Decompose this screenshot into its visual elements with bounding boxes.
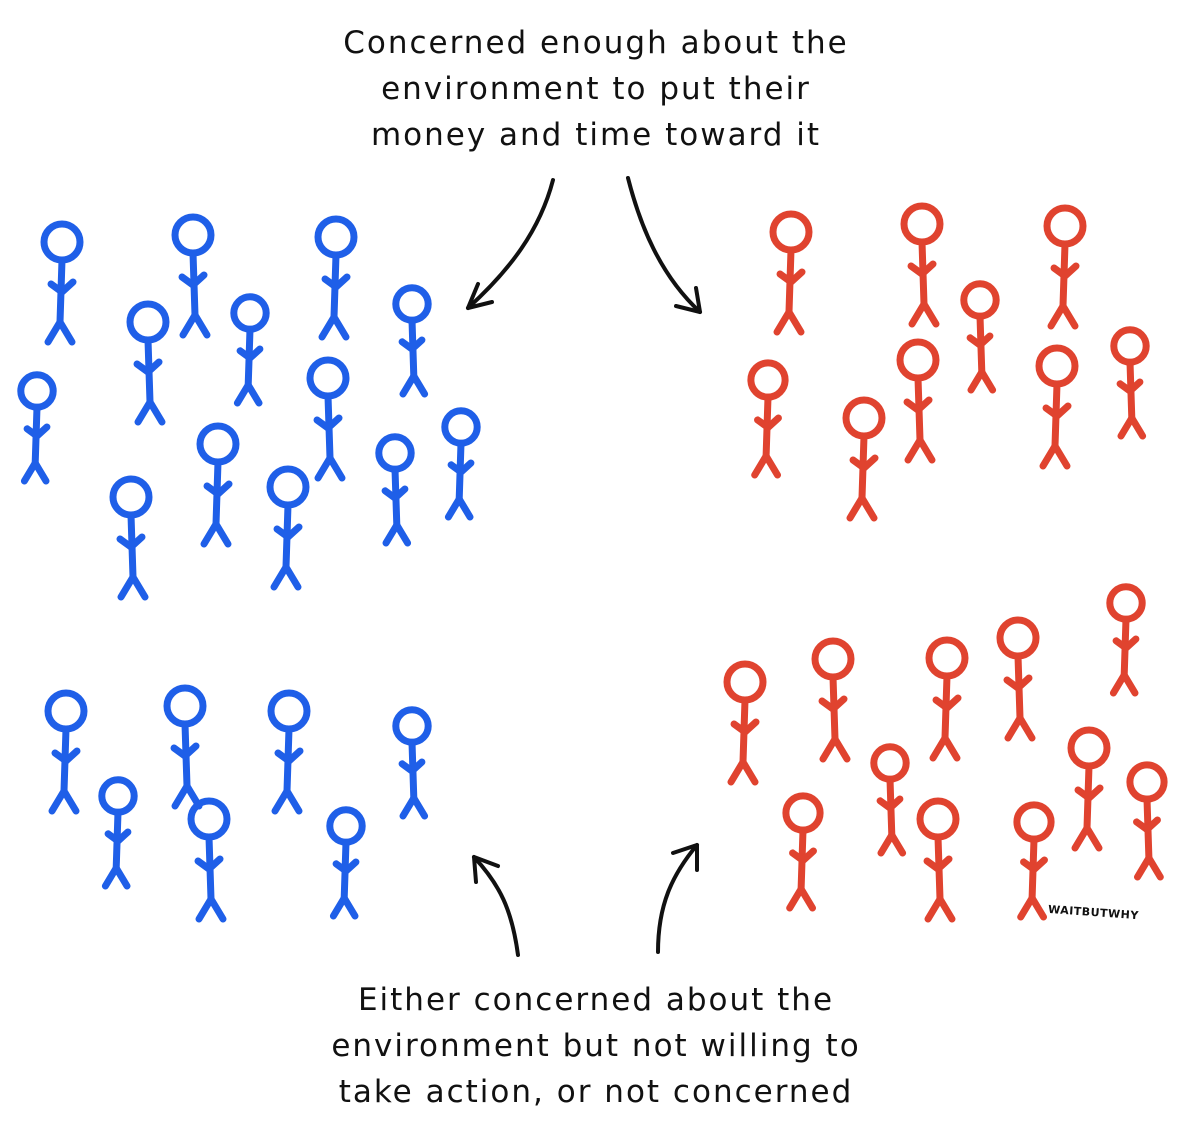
stick-figure: [171, 213, 215, 339]
stick-figure: [842, 396, 886, 522]
stick-figure: [306, 356, 350, 482]
stick-figure: [1013, 801, 1055, 921]
arrow-from-blue-bottom: [472, 855, 520, 957]
stick-figure: [769, 210, 813, 336]
stick-figure: [1067, 726, 1111, 852]
arrow-to-blue-top: [466, 178, 555, 310]
stick-figure: [126, 300, 170, 426]
top-caption: Concerned enough about the environment t…: [343, 25, 849, 153]
stick-figure: [267, 689, 311, 815]
stick-figure: [230, 293, 270, 407]
stick-figure: [1106, 583, 1146, 697]
stick-figure: [811, 637, 855, 763]
stick-figure: [1110, 326, 1150, 440]
arrow-to-red-top: [626, 176, 702, 314]
stick-figure: [98, 776, 138, 890]
stick-figure: [896, 338, 940, 464]
stick-figure: [163, 684, 207, 810]
stick-figure: [1043, 204, 1087, 330]
stick-figure: [40, 220, 84, 346]
stick-figure: [1035, 344, 1079, 470]
stick-figure: [109, 475, 153, 601]
stick-figure: [996, 616, 1040, 742]
stick-figure: [392, 284, 432, 398]
top-left-blue-group: [17, 213, 481, 601]
stick-figure: [314, 215, 358, 341]
bottom-right-red-group: [723, 583, 1168, 923]
stick-figure: [723, 660, 767, 786]
stick-figure: [326, 806, 366, 920]
stick-figure: [960, 280, 1000, 394]
stick-figure: [441, 407, 481, 521]
stick-figure: [925, 636, 969, 762]
top-right-red-group: [747, 202, 1150, 522]
stick-figure: [44, 689, 88, 815]
stick-figure: [900, 202, 944, 328]
bottom-caption: Either concerned about the environment b…: [331, 982, 861, 1110]
stick-figure: [870, 743, 910, 857]
stick-figure: [196, 422, 240, 548]
stick-figure: [916, 797, 960, 923]
stick-figure: [1126, 761, 1168, 881]
stick-figure: [187, 797, 231, 923]
bottom-left-blue-group: [44, 684, 432, 923]
stick-figure: [266, 465, 310, 591]
stick-figure: [17, 371, 57, 485]
arrow-from-red-bottom: [656, 843, 699, 954]
stick-figure: [375, 433, 415, 547]
stick-figure: [747, 359, 789, 479]
stick-figure: [782, 792, 824, 912]
stick-figure: [392, 706, 432, 820]
